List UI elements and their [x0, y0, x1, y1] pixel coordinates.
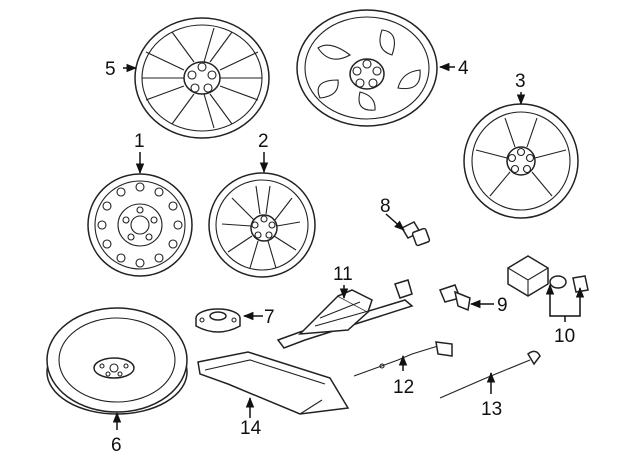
scissor-jack-part-11[interactable] — [276, 279, 414, 349]
valve-stem-part-9[interactable] — [438, 284, 471, 312]
alloy-wheel-part-2[interactable] — [208, 172, 316, 278]
tpms-sensor-part-10[interactable] — [507, 255, 589, 297]
alloy-wheel-part-5[interactable] — [134, 17, 270, 139]
callout-11: 11 — [333, 264, 353, 285]
callout-14: 14 — [240, 418, 262, 439]
callout-12: 12 — [393, 377, 414, 398]
leader-lines — [112, 62, 585, 430]
callout-1: 1 — [134, 131, 145, 152]
callout-13: 13 — [481, 399, 502, 420]
callout-9: 9 — [497, 295, 508, 316]
callout-5: 5 — [105, 59, 116, 80]
wheel-wrench-part-13[interactable] — [439, 350, 541, 399]
callout-4: 4 — [458, 58, 469, 79]
callout-labels: 5 4 3 1 2 8 7 9 10 11 12 13 6 14 — [105, 58, 575, 456]
callout-7: 7 — [264, 307, 275, 328]
steel-wheel-part-1[interactable] — [87, 173, 193, 277]
callout-10: 10 — [554, 326, 575, 347]
spare-wheel-part-6[interactable] — [46, 307, 188, 415]
valve-stem-part-8[interactable] — [400, 221, 431, 247]
spare-hold-down-part-7[interactable] — [195, 308, 241, 333]
callout-8: 8 — [380, 196, 391, 217]
callout-3: 3 — [515, 71, 526, 92]
cover-mat-part-14[interactable] — [197, 351, 350, 415]
callout-2: 2 — [258, 131, 269, 152]
alloy-wheel-part-4[interactable] — [296, 9, 438, 127]
alloy-wheel-part-3[interactable] — [463, 103, 579, 219]
callout-6: 6 — [111, 435, 122, 456]
